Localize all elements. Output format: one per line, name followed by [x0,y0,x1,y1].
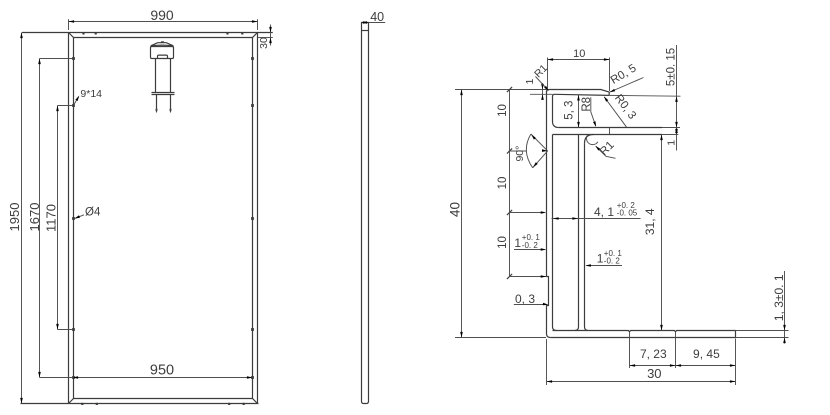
svg-text:1170: 1170 [44,204,59,232]
svg-text:31, 4: 31, 4 [643,208,657,235]
svg-text:9, 45: 9, 45 [693,347,720,361]
svg-text:+0. 1: +0. 1 [604,249,623,258]
svg-text:10: 10 [497,104,509,117]
svg-text:1: 1 [524,79,536,85]
svg-text:30: 30 [258,37,270,49]
svg-text:1, 3±0. 1: 1, 3±0. 1 [772,274,786,321]
svg-text:Ø4: Ø4 [85,207,101,219]
svg-text:40: 40 [447,202,462,217]
svg-text:10: 10 [497,177,509,190]
svg-text:950: 950 [150,363,174,379]
svg-text:10: 10 [573,48,585,60]
svg-text:5, 3: 5, 3 [563,101,575,120]
svg-text:30: 30 [647,366,661,381]
svg-text:-0. 2: -0. 2 [604,257,621,266]
svg-text:9*14: 9*14 [80,88,102,100]
svg-text:1670: 1670 [27,203,42,232]
svg-text:-0. 2: -0. 2 [522,241,539,250]
svg-text:90°: 90° [514,146,526,162]
svg-text:990: 990 [150,7,174,23]
svg-text:0, 3: 0, 3 [515,292,535,306]
svg-text:1950: 1950 [7,203,22,232]
svg-text:10: 10 [497,236,509,249]
svg-text:40: 40 [370,10,384,24]
svg-text:-0. 05: -0. 05 [617,209,638,218]
svg-text:7, 23: 7, 23 [640,347,667,361]
svg-text:1: 1 [514,236,521,250]
svg-text:1: 1 [665,140,677,146]
svg-text:5±0. 15: 5±0. 15 [666,48,678,86]
svg-text:+0. 1: +0. 1 [522,233,541,242]
svg-text:1: 1 [597,252,604,266]
svg-text:+0. 2: +0. 2 [617,201,636,210]
svg-text:R8: R8 [581,97,593,112]
svg-text:4, 1: 4, 1 [594,205,614,219]
